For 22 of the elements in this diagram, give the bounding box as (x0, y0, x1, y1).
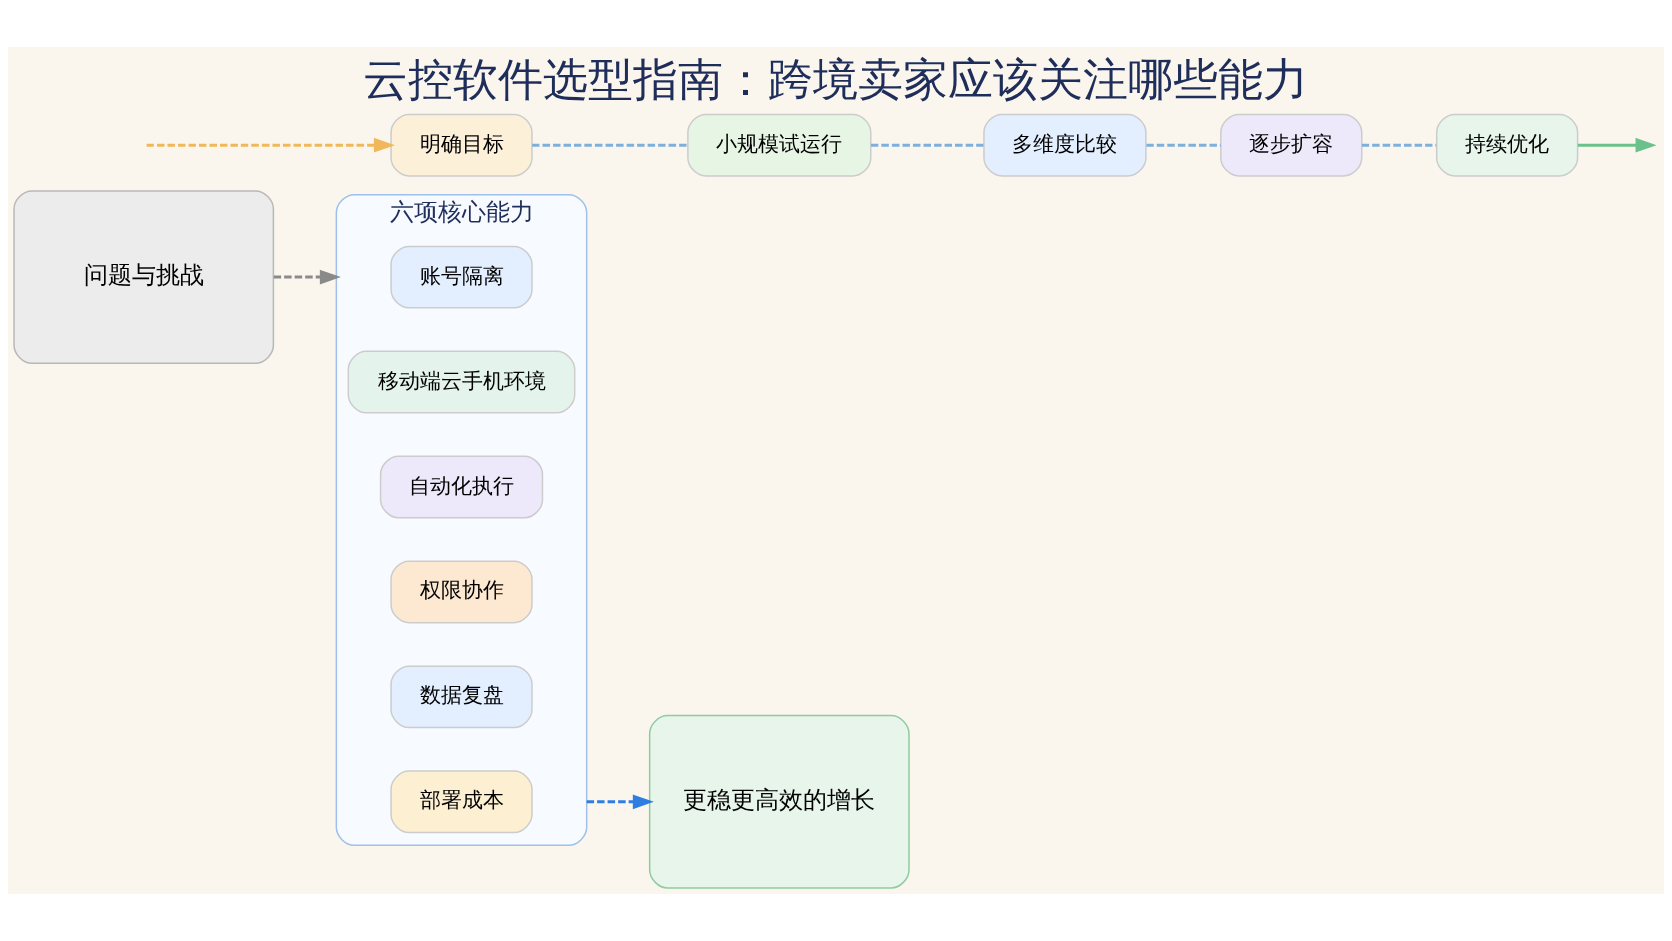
connector (532, 143, 688, 147)
node-box: 权限协作 (390, 560, 533, 624)
arrow (586, 794, 654, 810)
node-box: 小规模试运行 (687, 113, 872, 177)
node-box: 问题与挑战 (13, 190, 275, 365)
arrow (146, 137, 395, 153)
node-box: 多维度比较 (983, 113, 1147, 177)
node-box: 逐步扩容 (1220, 113, 1363, 177)
node-box: 部署成本 (390, 770, 533, 834)
node-box: 数据复盘 (390, 665, 533, 729)
arrow (273, 269, 341, 285)
connector (871, 143, 984, 147)
node-box: 自动化执行 (379, 455, 544, 519)
node-box: 更稳更高效的增长 (648, 714, 910, 889)
node-box: 明确目标 (390, 113, 533, 177)
node-box: 账号隔离 (390, 245, 533, 309)
diagram-title: 云控软件选型指南：跨境卖家应该关注哪些能力 (363, 52, 1309, 106)
arrow (1577, 137, 1657, 153)
connector (1146, 143, 1221, 147)
node-box: 移动端云手机环境 (347, 350, 576, 414)
connector (1361, 143, 1437, 147)
node-box: 持续优化 (1435, 113, 1579, 177)
